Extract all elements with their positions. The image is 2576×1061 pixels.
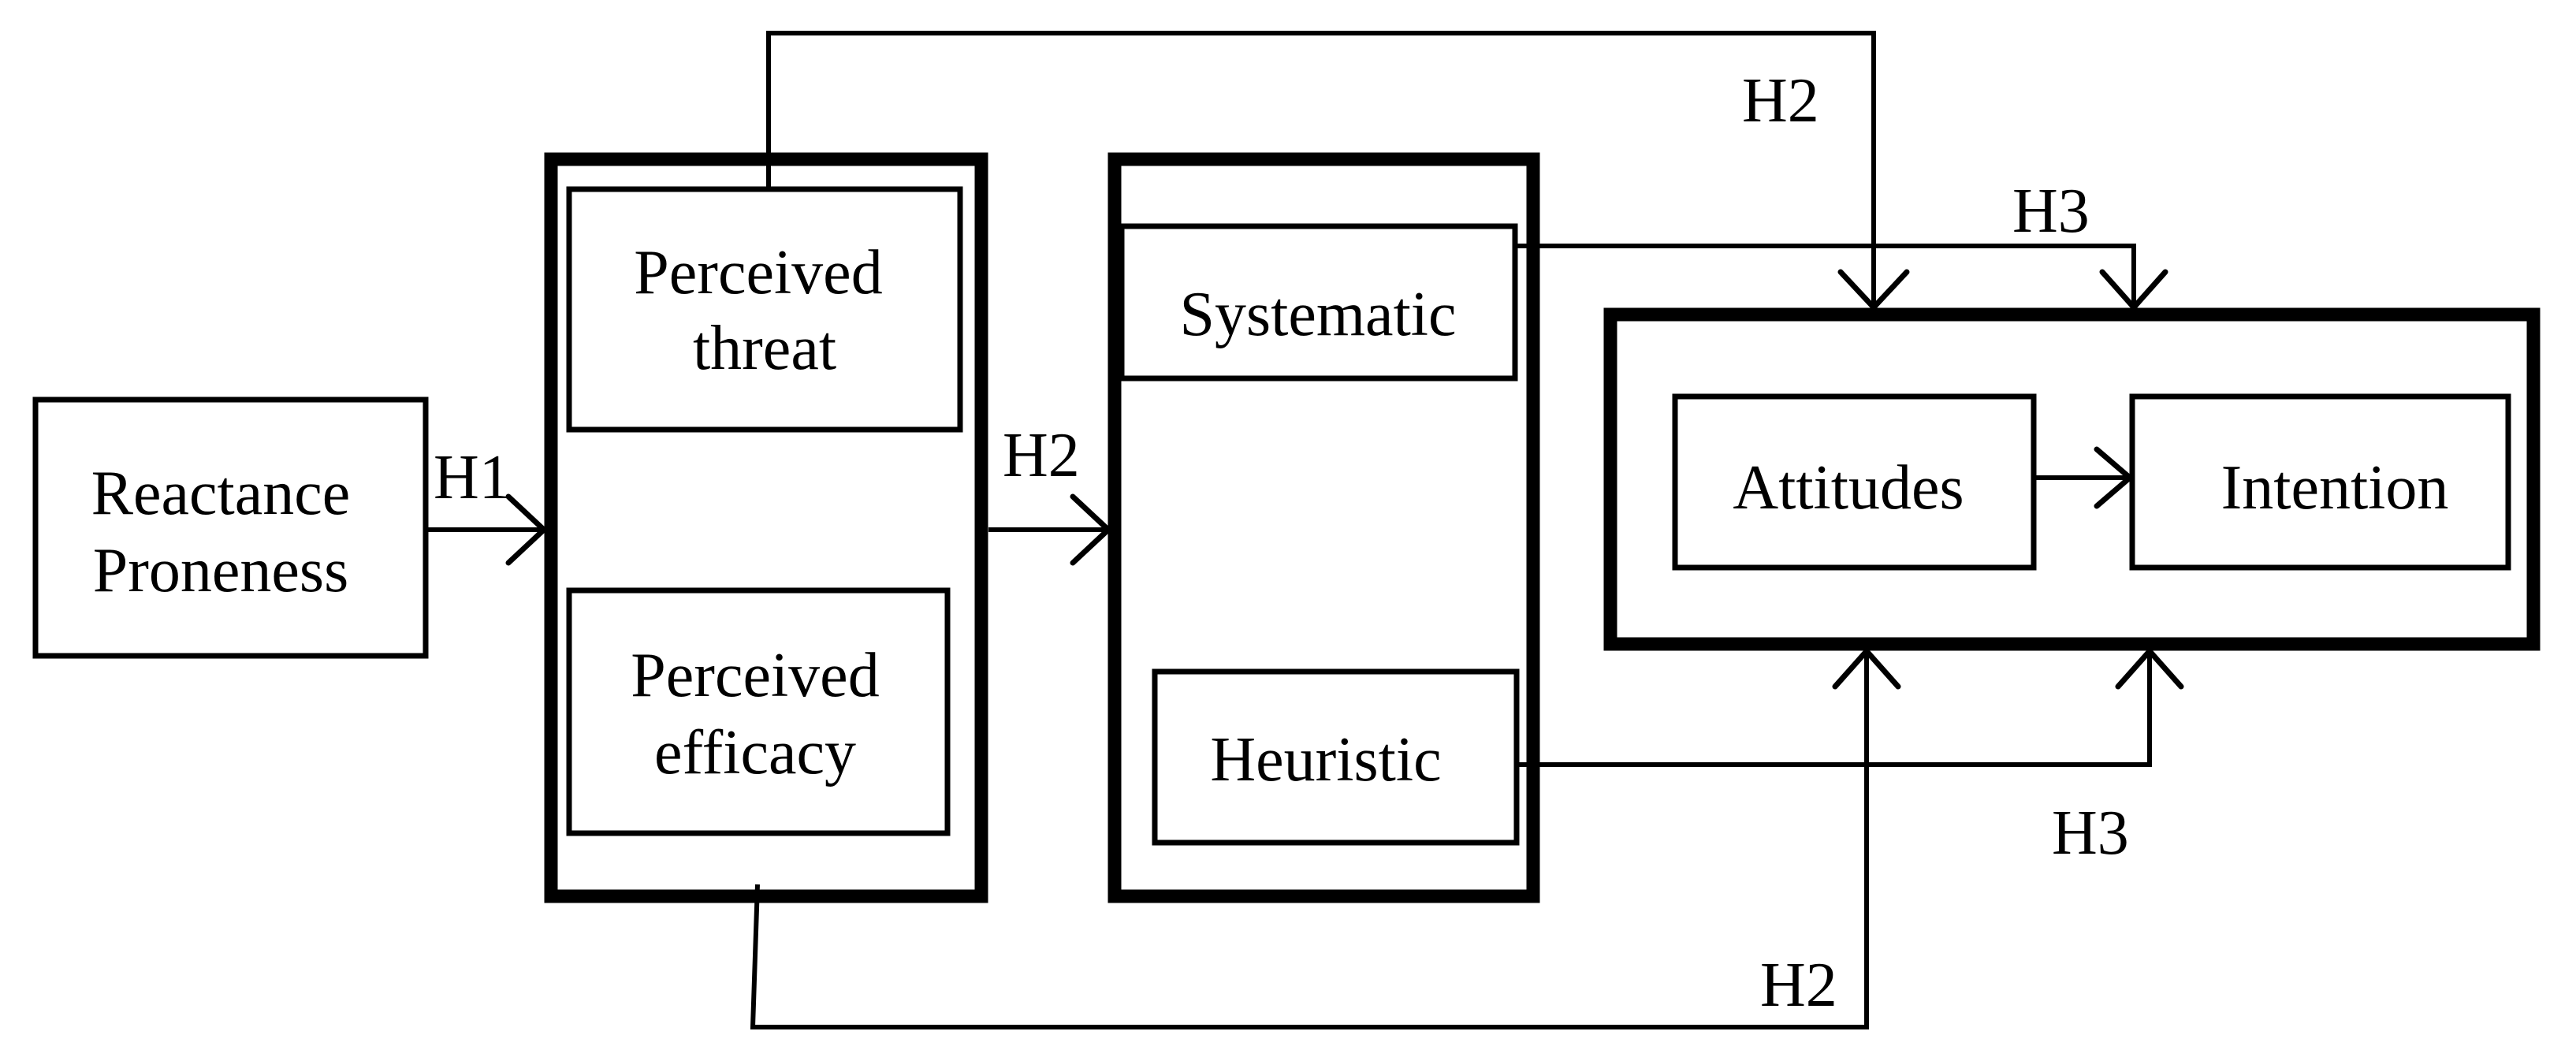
heuristic-label: Heuristic [1210,725,1441,795]
intention-label: Intention [2221,453,2449,523]
h1-arrowhead-icon [505,493,547,566]
h2-top-arrowhead-icon [1837,269,1910,311]
perceived-threat-box [566,186,963,433]
h3-top-label: H3 [2012,177,2090,246]
threat-label-line1: Perceived [634,238,882,307]
intention-box [2129,393,2511,571]
efficacy-label-line1: Perceived [631,641,879,710]
heuristic-box [1152,668,1520,846]
systematic-label: Systematic [1179,280,1456,349]
h1-label: H1 [434,443,511,512]
h3-top-arrowhead-icon [2099,269,2168,311]
threat-label-line2: threat [693,314,836,383]
h3-bottom-arrow-line [1517,651,2152,767]
attitudes-to-intention-arrowhead-icon [2094,446,2133,509]
attitudes-label: Attitudes [1733,453,1964,523]
reactance-label-line2: Proneness [93,536,348,605]
h2-top-arrow-line [766,31,1876,307]
attitudes-box [1672,393,2037,571]
processing-group-box [1107,152,1540,903]
h2-top-label: H2 [1742,66,1819,136]
h2-bottom-arrowhead-icon [1832,648,1901,690]
h3-bottom-label: H3 [2052,799,2129,868]
h2-middle-arrowhead-icon [1070,493,1111,566]
h2-bottom-arrow-line [750,651,1869,1029]
h3-top-arrow-line [1515,244,2136,307]
reactance-label-line1: Reactance [91,459,351,528]
systematic-box [1119,223,1518,382]
efficacy-label-line2: efficacy [654,718,856,787]
h3-bottom-arrowhead-icon [2115,648,2184,690]
perceived-efficacy-box [566,587,951,836]
outcome-group-box [1603,307,2541,651]
h2-bottom-label: H2 [1760,951,1837,1020]
h2-middle-label: H2 [1003,421,1080,490]
